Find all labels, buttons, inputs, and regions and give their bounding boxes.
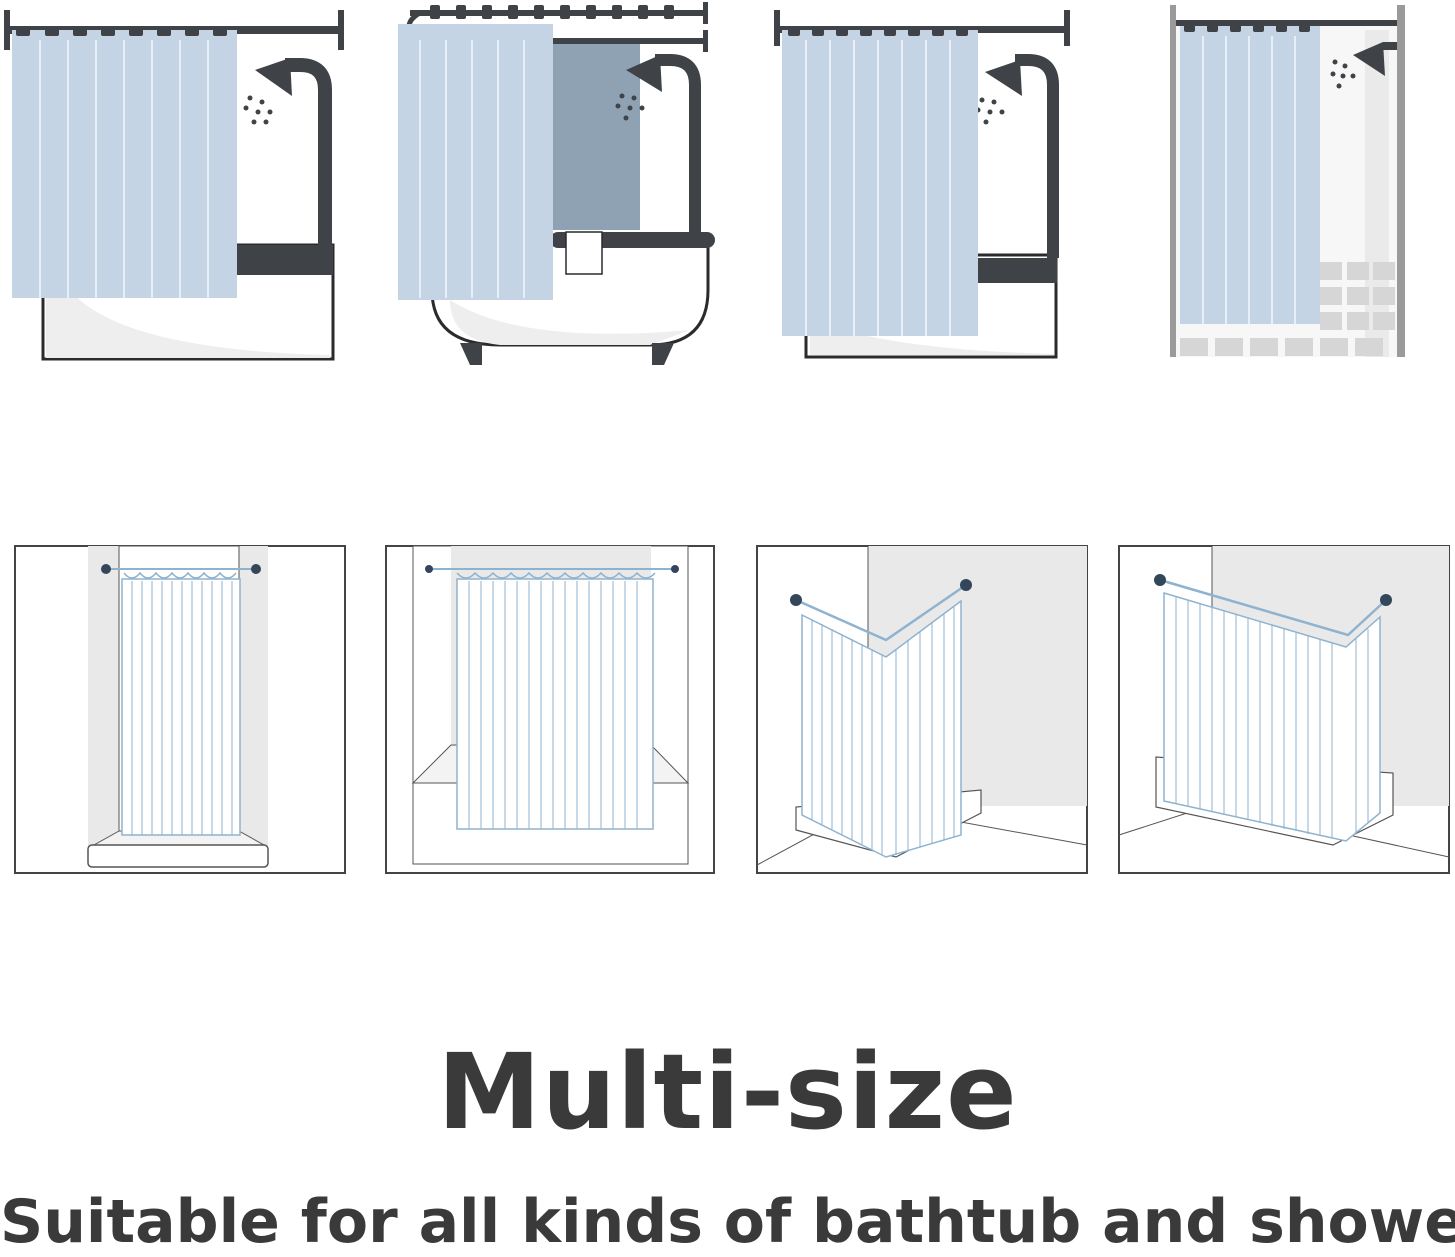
illustration-long-curtain-alcove-tub (770, 0, 1070, 370)
illustration-alcove-tub-tension-rod (385, 545, 717, 877)
illustration-double-rod-clawfoot-tub (390, 0, 730, 370)
illustration-narrow-stall-tension-rod (14, 545, 348, 877)
illustration-corner-l-rod-bathtub (1118, 545, 1452, 877)
illustration-straight-rod-alcove-tub (0, 0, 360, 370)
subline: Suitable for all kinds of bathtub and sh… (0, 1187, 1455, 1257)
shower-head-icon (985, 60, 1022, 96)
shower-head-icon (626, 55, 662, 92)
headline: Multi-size (437, 1031, 1018, 1153)
shower-head-icon (255, 58, 292, 96)
illustration-stall-shower (1165, 0, 1410, 370)
illustration-corner-l-rod-shower (756, 545, 1090, 877)
shower-head-icon (1353, 42, 1385, 76)
